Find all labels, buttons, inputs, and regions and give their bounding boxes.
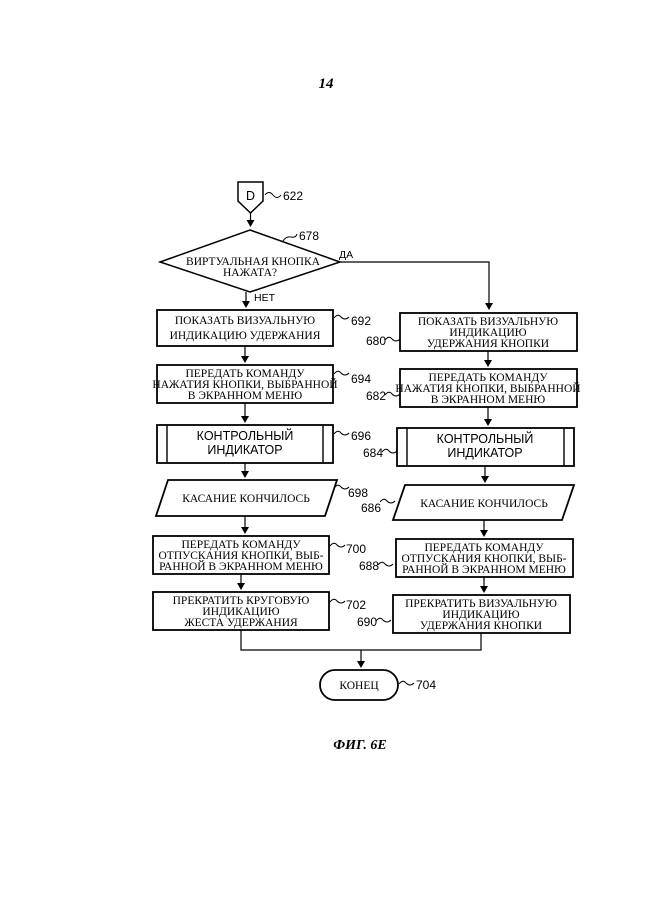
- ref-680: 680: [366, 334, 386, 348]
- ref-704: 704: [416, 678, 436, 692]
- right-monitor-line-1: КОНТРОЛЬНЫЙ: [437, 431, 534, 446]
- left-show-hold-box: ПОКАЗАТЬ ВИЗУАЛЬНУЮ ИНДИКАЦИЮ УДЕРЖАНИЯ …: [157, 310, 371, 346]
- left-send-release-box: ПЕРЕДАТЬ КОМАНДУ ОТПУСКАНИЯ КНОПКИ, ВЫБ-…: [153, 536, 366, 574]
- ref-690: 690: [357, 615, 377, 629]
- ref-leader-684: [382, 449, 397, 453]
- ref-696: 696: [351, 429, 371, 443]
- connector-label: D: [246, 189, 255, 203]
- right-send-release-line-3: РАННОЙ В ЭКРАННОМ МЕНЮ: [402, 562, 566, 576]
- ref-698: 698: [348, 486, 368, 500]
- left-send-press-box: ПЕРЕДАТЬ КОМАНДУ НАЖАТИЯ КНОПКИ, ВЫБРАНН…: [152, 365, 371, 403]
- ref-leader-698: [334, 485, 349, 489]
- decision-line-2: НАЖАТА?: [223, 267, 277, 279]
- ref-leader-700: [330, 543, 345, 547]
- left-monitor-box: КОНТРОЛЬНЫЙ ИНДИКАТОР 696: [157, 425, 371, 463]
- right-monitor-box: КОНТРОЛЬНЫЙ ИНДИКАТОР 684: [363, 428, 574, 466]
- ref-leader-692: [334, 315, 349, 319]
- left-show-hold-line-1: ПОКАЗАТЬ ВИЗУАЛЬНУЮ: [175, 315, 315, 327]
- right-monitor-line-2: ИНДИКАТОР: [447, 446, 522, 460]
- left-touch-end-box: КАСАНИЕ КОНЧИЛОСЬ 698: [156, 480, 368, 516]
- left-stop-box: ПРЕКРАТИТЬ КРУГОВУЮ ИНДИКАЦИЮ ЖЕСТА УДЕР…: [153, 592, 366, 630]
- ref-682: 682: [366, 389, 386, 403]
- end-terminal: КОНЕЦ 704: [320, 670, 436, 700]
- right-show-hold-box: ПОКАЗАТЬ ВИЗУАЛЬНУЮ ИНДИКАЦИЮ УДЕРЖАНИЯ …: [366, 313, 577, 351]
- ref-leader-622: [265, 193, 281, 198]
- decision-virtual-button-pressed: ВИРТУАЛЬНАЯ КНОПКА НАЖАТА? 678 ДА НЕТ: [160, 229, 353, 304]
- left-touch-end-text: КАСАНИЕ КОНЧИЛОСЬ: [182, 493, 310, 505]
- ref-684: 684: [363, 446, 383, 460]
- ref-688: 688: [359, 559, 379, 573]
- ref-leader-678: [283, 234, 297, 241]
- left-stop-line-3: ЖЕСТА УДЕРЖАНИЯ: [184, 617, 298, 629]
- ref-702: 702: [346, 598, 366, 612]
- no-label: НЕТ: [254, 292, 276, 304]
- ref-leader-690: [376, 618, 391, 622]
- ref-686: 686: [361, 501, 381, 515]
- end-text: КОНЕЦ: [339, 680, 379, 692]
- ref-678: 678: [299, 229, 319, 243]
- ref-leader-702: [330, 599, 345, 603]
- left-monitor-line-2: ИНДИКАТОР: [207, 443, 282, 457]
- right-show-hold-line-3: УДЕРЖАНИЯ КНОПКИ: [427, 338, 549, 350]
- ref-leader-704: [399, 681, 414, 685]
- arrow-yes-branch: [340, 262, 489, 309]
- left-send-release-line-3: РАННОЙ В ЭКРАННОМ МЕНЮ: [159, 559, 323, 573]
- ref-694: 694: [351, 372, 371, 386]
- right-stop-box: ПРЕКРАТИТЬ ВИЗУАЛЬНУЮ ИНДИКАЦИЮ УДЕРЖАНИ…: [357, 595, 570, 633]
- ref-leader-696: [334, 431, 349, 435]
- left-send-press-line-3: В ЭКРАННОМ МЕНЮ: [188, 390, 303, 402]
- ref-leader-688: [378, 562, 393, 566]
- ref-leader-680: [385, 337, 400, 341]
- left-show-hold-line-2: ИНДИКАЦИЮ УДЕРЖАНИЯ: [170, 330, 321, 342]
- ref-700: 700: [346, 542, 366, 556]
- right-send-press-line-3: В ЭКРАННОМ МЕНЮ: [431, 394, 546, 406]
- figure-caption: ФИГ. 6E: [300, 738, 420, 754]
- right-send-press-line-2: НАЖАТИЯ КНОПКИ, ВЫБРАННОЙ: [395, 381, 580, 395]
- ref-692: 692: [351, 314, 371, 328]
- ref-leader-686: [380, 499, 395, 503]
- yes-label: ДА: [339, 249, 353, 261]
- left-send-press-line-2: НАЖАТИЯ КНОПКИ, ВЫБРАННОЙ: [152, 377, 337, 391]
- ref-leader-694: [334, 371, 349, 375]
- right-touch-end-text: КАСАНИЕ КОНЧИЛОСЬ: [420, 498, 548, 510]
- right-send-release-box: ПЕРЕДАТЬ КОМАНДУ ОТПУСКАНИЯ КНОПКИ, ВЫБ-…: [359, 539, 573, 577]
- ref-622: 622: [283, 189, 303, 203]
- right-send-press-box: ПЕРЕДАТЬ КОМАНДУ НАЖАТИЯ КНОПКИ, ВЫБРАНН…: [366, 369, 581, 407]
- connector-d: D 622: [238, 182, 303, 213]
- right-stop-line-3: УДЕРЖАНИЯ КНОПКИ: [420, 620, 542, 632]
- left-monitor-line-1: КОНТРОЛЬНЫЙ: [197, 428, 294, 443]
- right-touch-end-box: КАСАНИЕ КОНЧИЛОСЬ 686: [361, 485, 574, 520]
